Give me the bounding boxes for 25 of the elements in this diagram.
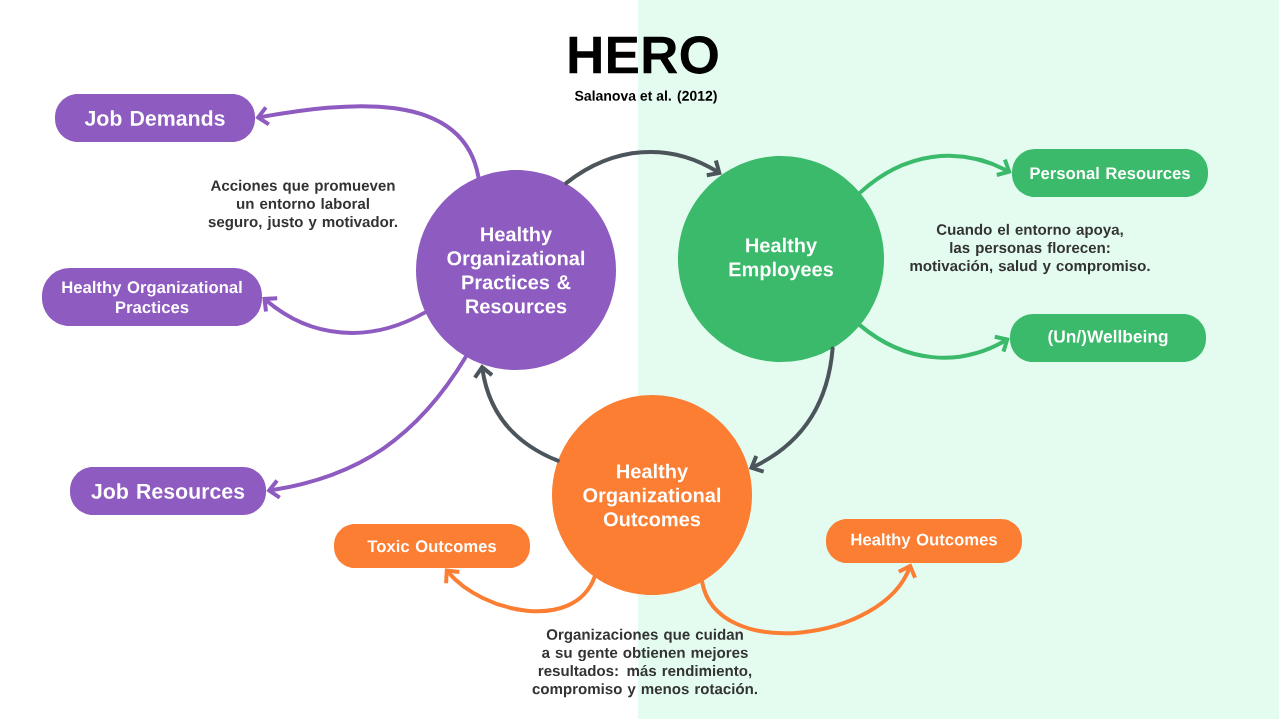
pill-label: Job Demands [55, 94, 255, 142]
description-text: Acciones que promueven un entorno laboral seguro, justo y motivador. [208, 179, 397, 231]
circle-node: Healthy Organizational Outcomes [552, 395, 752, 595]
title: HERO [569, 36, 718, 74]
citation: Salanova et al. (2012) [574, 90, 717, 104]
description-text: Organizaciones que cuidan a su gente obtienen mejores resultados: más rendimiento, compromiso y menos rotación. [532, 628, 757, 698]
arrow [444, 568, 597, 614]
pill-label: Personal Resources [1012, 149, 1208, 197]
arrow [700, 563, 917, 636]
circle-node: Healthy Organizational Practices & Resources [416, 170, 616, 370]
pill-label: Toxic Outcomes [334, 524, 530, 568]
pill-label: Healthy Outcomes [826, 519, 1022, 563]
arrow [473, 364, 560, 463]
arrow [748, 346, 835, 474]
description-text: Cuando el entorno apoya, las personas florecen: motivación, salud y compromiso. [910, 223, 1150, 275]
arrow [255, 104, 481, 180]
circle-node: Healthy Employees [678, 156, 884, 362]
pill-label: Healthy Organizational Practices [42, 268, 262, 326]
arrow [858, 323, 1010, 360]
pill-label: (Un/)Wellbeing [1010, 314, 1206, 362]
arrow [564, 150, 722, 186]
pill-label: Job Resources [70, 467, 266, 515]
arrow [262, 296, 428, 335]
arrow [858, 153, 1012, 195]
arrow [266, 354, 468, 500]
